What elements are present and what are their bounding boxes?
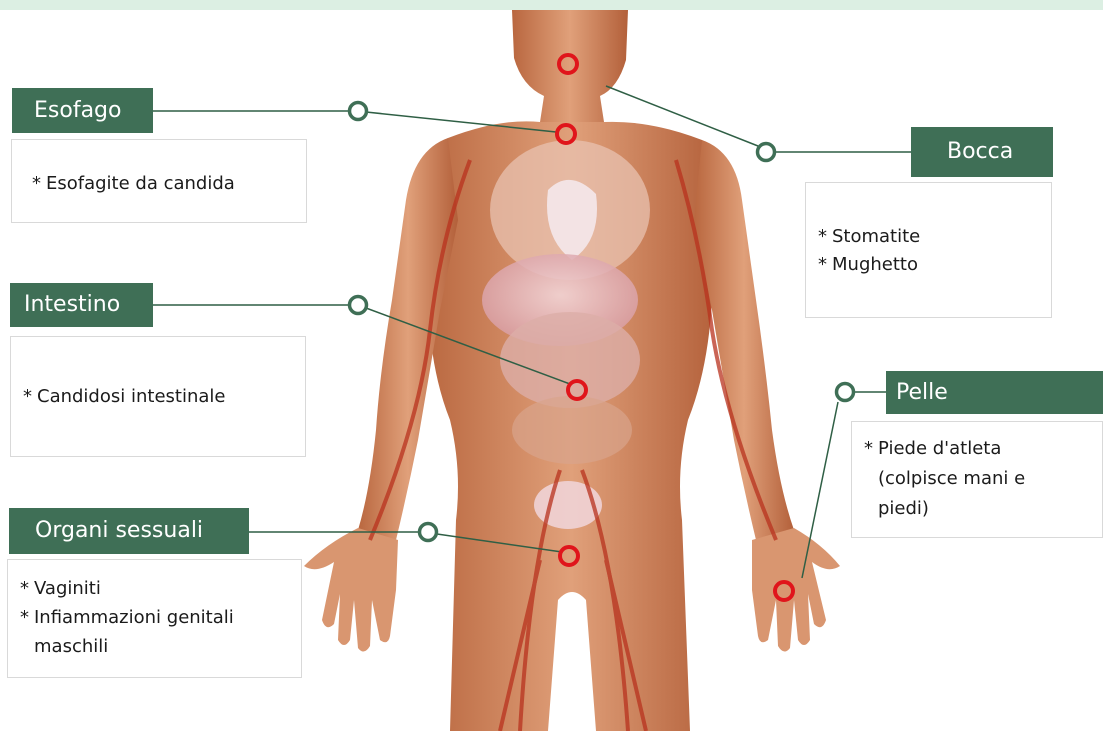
list-item: *Stomatite: [818, 223, 1051, 251]
connector-circle-bocca: [758, 144, 775, 161]
list-item: (colpisce mani e: [864, 464, 1102, 494]
label-intestino: Intestino: [10, 283, 153, 327]
label-bocca: Bocca: [911, 127, 1053, 177]
box-intestino: *Candidosi intestinale: [10, 336, 306, 457]
box-bocca: *Stomatite *Mughetto: [805, 182, 1052, 318]
list-item: maschili: [20, 632, 301, 661]
box-organi-sessuali: *Vaginiti *Infiammazioni genitali maschi…: [7, 559, 302, 678]
box-esofago: *Esofagite da candida: [11, 139, 307, 223]
box-pelle: *Piede d'atleta (colpisce mani e piedi): [851, 421, 1103, 538]
list-item: *Vaginiti: [20, 574, 301, 603]
label-organi-sessuali: Organi sessuali: [9, 508, 249, 554]
label-pelle: Pelle: [886, 371, 1103, 414]
list-item: *Candidosi intestinale: [23, 383, 305, 411]
list-item: *Piede d'atleta: [864, 434, 1102, 464]
list-item: piedi): [864, 494, 1102, 524]
list-item: *Infiammazioni genitali: [20, 603, 301, 632]
connector-circle-organi: [420, 524, 437, 541]
connector-circle-intestino: [350, 297, 367, 314]
list-item: *Mughetto: [818, 251, 1051, 279]
connector-circle-pelle: [837, 384, 854, 401]
connector-circle-esofago: [350, 103, 367, 120]
list-item: *Esofagite da candida: [32, 170, 306, 198]
label-esofago: Esofago: [12, 88, 153, 133]
